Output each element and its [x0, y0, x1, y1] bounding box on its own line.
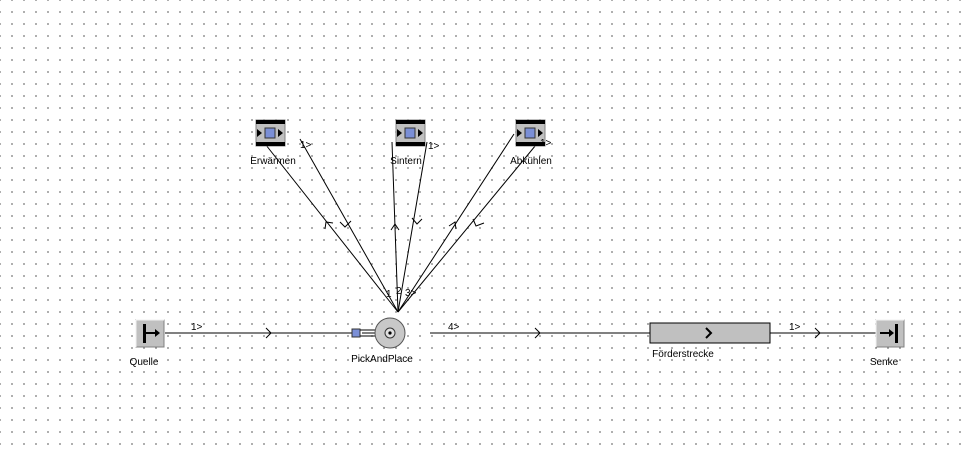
arrow-pickandplace-erwaermen [324, 221, 334, 230]
node-senke[interactable]: Senke [870, 319, 905, 368]
connector-pickandplace-abkuehlen[interactable] [397, 133, 515, 313]
port-label-quelle-out: 1> [191, 322, 203, 333]
connector-pickandplace-sintern[interactable] [391, 141, 399, 313]
port-label-erwaermen-out: 1> [300, 140, 312, 151]
port-label-abkuehlen-out: 1> [540, 138, 552, 149]
port-label-pp-4: 4> [448, 322, 460, 333]
node-label-pickandplace: PickAndPlace [351, 354, 413, 365]
connectors [165, 133, 876, 339]
connector-erwaermen-pickandplace[interactable] [299, 138, 399, 313]
connector-sintern-pickandplace[interactable] [397, 141, 428, 313]
connector-pickandplace-erwaermen[interactable] [261, 139, 399, 313]
node-abkuehlen[interactable]: Abkühlen 1> [510, 119, 552, 167]
arrow-erwaermen-pickandplace [339, 220, 352, 228]
station-part-icon [524, 127, 536, 139]
port-label-sintern-out: 1> [428, 141, 440, 152]
arrow-abkuehlen-pickandplace [472, 218, 485, 227]
connector-abkuehlen-pickandplace[interactable] [397, 133, 546, 313]
port-label-pp-2: 2 [396, 286, 402, 297]
conveyor-direction-icon [705, 327, 713, 339]
port-label-pp-1: 1 [386, 289, 392, 300]
arrow-pickandplace-foerderstrecke [534, 327, 541, 339]
port-label-foerder-out: 1> [789, 322, 801, 333]
source-icon [143, 324, 160, 343]
node-label-senke: Senke [870, 357, 899, 368]
gripper-part-icon [351, 328, 361, 338]
arrow-sintern-pickandplace [411, 217, 423, 225]
node-label-sintern: Sintern [390, 156, 422, 167]
node-pickandplace[interactable]: PickAndPlace 1 2 3> 4> [351, 286, 459, 365]
node-label-foerderstrecke: Förderstrecke [652, 349, 714, 360]
node-label-abkuehlen: Abkühlen [510, 156, 552, 167]
node-sintern[interactable]: Sintern 1> [390, 119, 440, 167]
port-label-pp-3: 3> [405, 288, 417, 299]
station-part-icon [264, 127, 276, 139]
station-part-icon [404, 127, 416, 139]
arrow-foerderstrecke-senke [814, 327, 821, 339]
arrow-quelle-pickandplace [265, 327, 272, 339]
node-erwaermen[interactable]: Erwärmen 1> [250, 119, 312, 167]
drain-icon [880, 324, 898, 343]
node-foerderstrecke[interactable]: Förderstrecke 1> [649, 322, 801, 360]
arrow-pickandplace-sintern [390, 223, 400, 231]
node-quelle[interactable]: Quelle 1> [130, 319, 203, 368]
node-label-erwaermen: Erwärmen [250, 156, 296, 167]
node-label-quelle: Quelle [130, 357, 159, 368]
arrow-pickandplace-abkuehlen [448, 221, 457, 230]
